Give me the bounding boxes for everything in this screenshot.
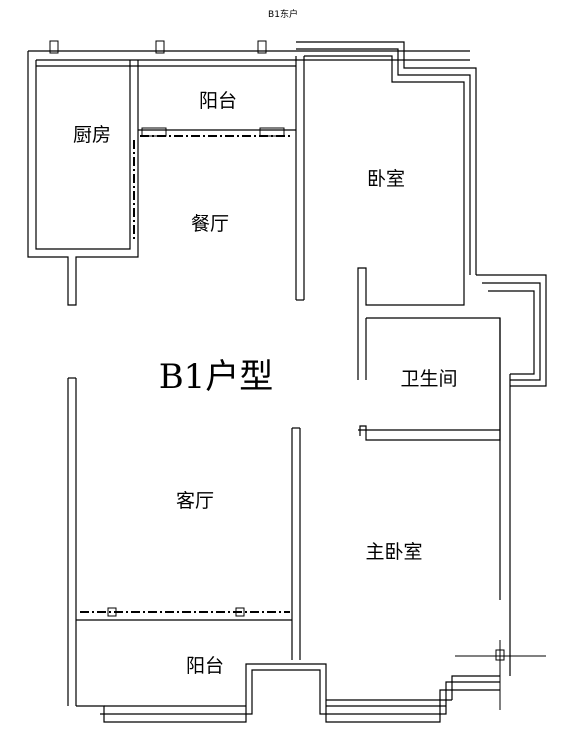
middle-partition	[291, 427, 301, 660]
room-label-master-bedroom: 主卧室	[365, 541, 422, 563]
bedroom-exterior-wall	[295, 41, 477, 380]
top-balcony-door	[133, 127, 296, 240]
plan-caption: B1东户	[268, 8, 298, 20]
living-left-wall	[67, 377, 77, 706]
bottom-exterior-wall	[76, 640, 546, 723]
room-label-living: 客厅	[176, 490, 214, 512]
bathroom-walls	[358, 274, 547, 650]
room-label-balcony-bottom: 阳台	[186, 655, 224, 677]
room-label-kitchen: 厨房	[73, 124, 111, 146]
room-label-balcony-top: 阳台	[199, 90, 237, 112]
room-label-bedroom: 卧室	[367, 168, 405, 190]
unit-type-title: B1户型	[159, 357, 274, 397]
room-label-bathroom: 卫生间	[400, 368, 457, 390]
bottom-balcony-door	[76, 607, 292, 621]
room-label-dining: 餐厅	[191, 213, 229, 235]
